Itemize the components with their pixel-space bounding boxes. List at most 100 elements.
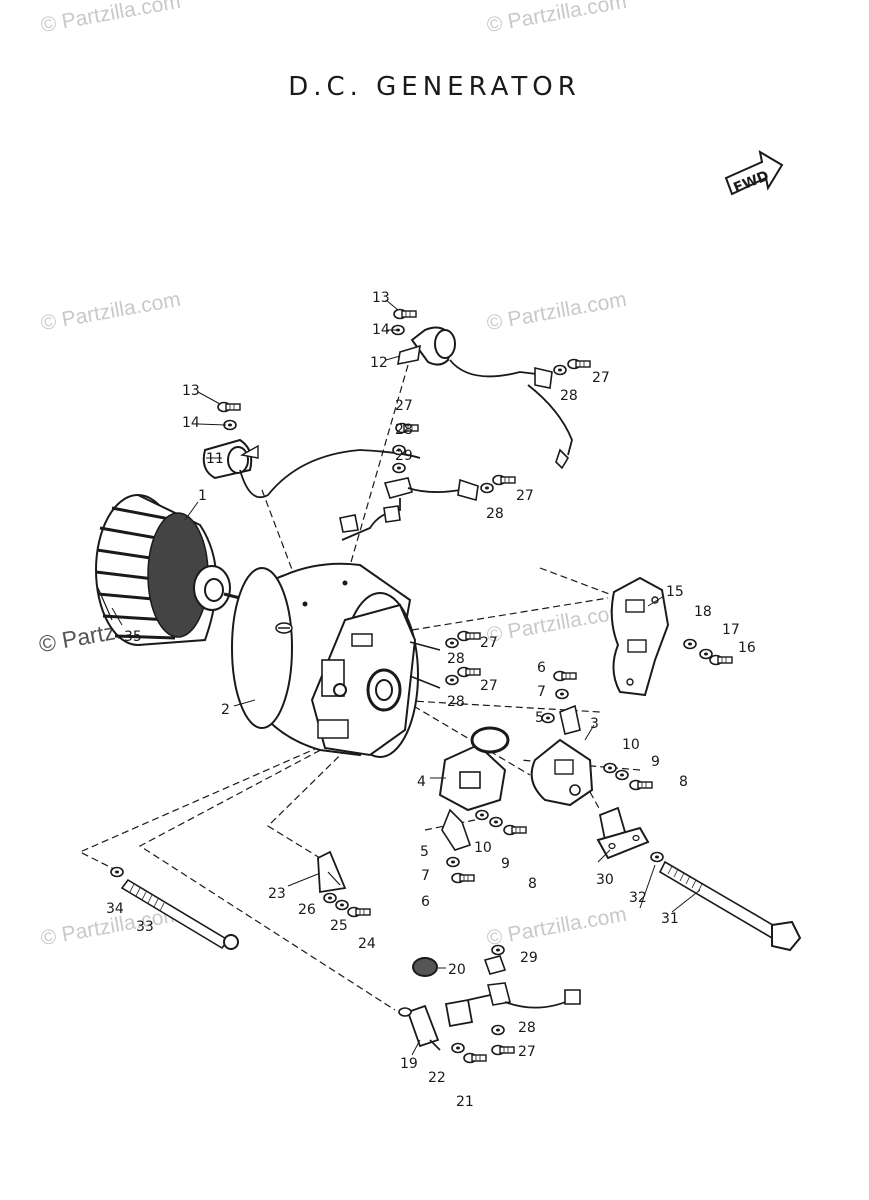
screw-27: [567, 358, 591, 370]
washer-29: [491, 944, 505, 956]
callout-label: 22: [428, 1070, 446, 1086]
callout-label: 2: [221, 702, 230, 718]
armature: [95, 494, 249, 646]
callout-label: 10: [474, 840, 492, 856]
washer-18: [683, 638, 697, 650]
callout-label: 9: [651, 754, 660, 770]
screw-27: [491, 1044, 515, 1056]
terminal-bracket-top: [397, 326, 573, 470]
washer-28: [480, 482, 494, 494]
washer-7: [555, 688, 569, 700]
callout-label: 7: [421, 868, 430, 884]
brush-holder-plate: [610, 576, 670, 697]
fwd-arrow-icon: FWD: [724, 149, 784, 197]
washer-28: [445, 637, 459, 649]
callout-label: 9: [501, 856, 510, 872]
callout-label: 5: [420, 844, 429, 860]
terminal-left: [202, 438, 421, 499]
callout-label: 15: [666, 584, 684, 600]
callout-label: 28: [518, 1020, 536, 1036]
callout-label: 28: [447, 694, 465, 710]
callout-label: 28: [395, 422, 413, 438]
brush-holder-right: [530, 704, 594, 807]
washer-10: [603, 762, 617, 774]
terminal-assembly-bottom: [398, 955, 581, 1051]
callout-label: 8: [679, 774, 688, 790]
screw-27: [492, 474, 516, 486]
through-bolt-31: [658, 860, 802, 952]
callout-label: 26: [298, 902, 316, 918]
brush-holder-left: [438, 726, 510, 851]
washer-28: [445, 674, 459, 686]
callout-label: 13: [182, 383, 200, 399]
callout-label: 27: [516, 488, 534, 504]
callout-label: 28: [560, 388, 578, 404]
callout-label: 13: [372, 290, 390, 306]
callout-label: 29: [395, 448, 413, 464]
washer-29: [392, 462, 406, 474]
callout-label: 27: [480, 635, 498, 651]
callout-label: 6: [421, 894, 430, 910]
callout-label: 27: [592, 370, 610, 386]
callout-label: 8: [528, 876, 537, 892]
callout-label: 31: [661, 911, 679, 927]
callout-label: 30: [596, 872, 614, 888]
screw-27: [457, 666, 481, 678]
callout-label: 17: [722, 622, 740, 638]
screw-27: [457, 630, 481, 642]
callout-label: 16: [738, 640, 756, 656]
callout-label: 4: [417, 774, 426, 790]
screw-6: [451, 872, 475, 884]
screw-24: [347, 906, 371, 918]
terminal-plate-center: [339, 477, 479, 541]
screw-21: [463, 1052, 487, 1064]
through-bolt-33: [120, 878, 239, 950]
washer-9: [489, 816, 503, 828]
callout-label: 14: [182, 415, 200, 431]
callout-label: 19: [400, 1056, 418, 1072]
bracket-23: [317, 850, 347, 894]
callout-label: 23: [268, 886, 286, 902]
callout-label: 32: [629, 890, 647, 906]
washer-34: [110, 866, 124, 878]
washer-25: [335, 899, 349, 911]
callout-label: 34: [106, 901, 124, 917]
callout-label: 14: [372, 322, 390, 338]
callout-label: 28: [486, 506, 504, 522]
washer-22: [451, 1042, 465, 1054]
callout-label: 24: [358, 936, 376, 952]
callout-labels: 1 2 3 4 5 5 6 6 7 7 8 8 9 9 10 10 11 12 …: [106, 290, 756, 1110]
shaft-end-piece: [596, 806, 650, 860]
washer-17: [699, 648, 713, 660]
callout-label: 28: [447, 651, 465, 667]
screw-8: [503, 824, 527, 836]
washer-7: [446, 856, 460, 868]
callout-label: 20: [448, 962, 466, 978]
callout-label: 12: [370, 355, 388, 371]
washer-26: [323, 892, 337, 904]
screw-8: [629, 779, 653, 791]
washer-28: [553, 364, 567, 376]
screw-13: [217, 401, 241, 413]
page-title: D.C. GENERATOR: [288, 72, 581, 102]
callout-label: 27: [480, 678, 498, 694]
callout-label: 27: [518, 1044, 536, 1060]
callout-label: 1: [198, 488, 207, 504]
washer-10: [475, 809, 489, 821]
callout-label: 33: [136, 919, 154, 935]
yoke-housing: [230, 562, 441, 758]
callout-label: 11: [206, 451, 224, 467]
screw-13: [393, 308, 417, 320]
callout-label: 27: [395, 398, 413, 414]
callout-label: 21: [456, 1094, 474, 1110]
washer-32: [650, 851, 664, 863]
callout-label: 3: [590, 716, 599, 732]
washer-9: [615, 769, 629, 781]
callout-label: 35: [124, 629, 142, 645]
callout-label: 29: [520, 950, 538, 966]
screw-16: [709, 654, 733, 666]
callout-label: 25: [330, 918, 348, 934]
washer-28: [491, 1024, 505, 1036]
